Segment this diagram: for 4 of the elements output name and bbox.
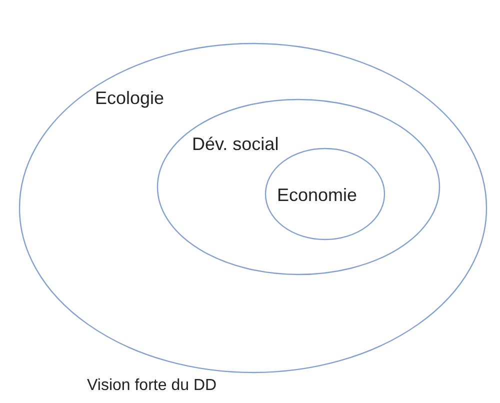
node-label: Economie [277,185,358,205]
caption: Vision forte du DD [87,377,217,395]
node-label: Ecologie [95,88,164,108]
node-label: Dév. social [192,134,279,154]
